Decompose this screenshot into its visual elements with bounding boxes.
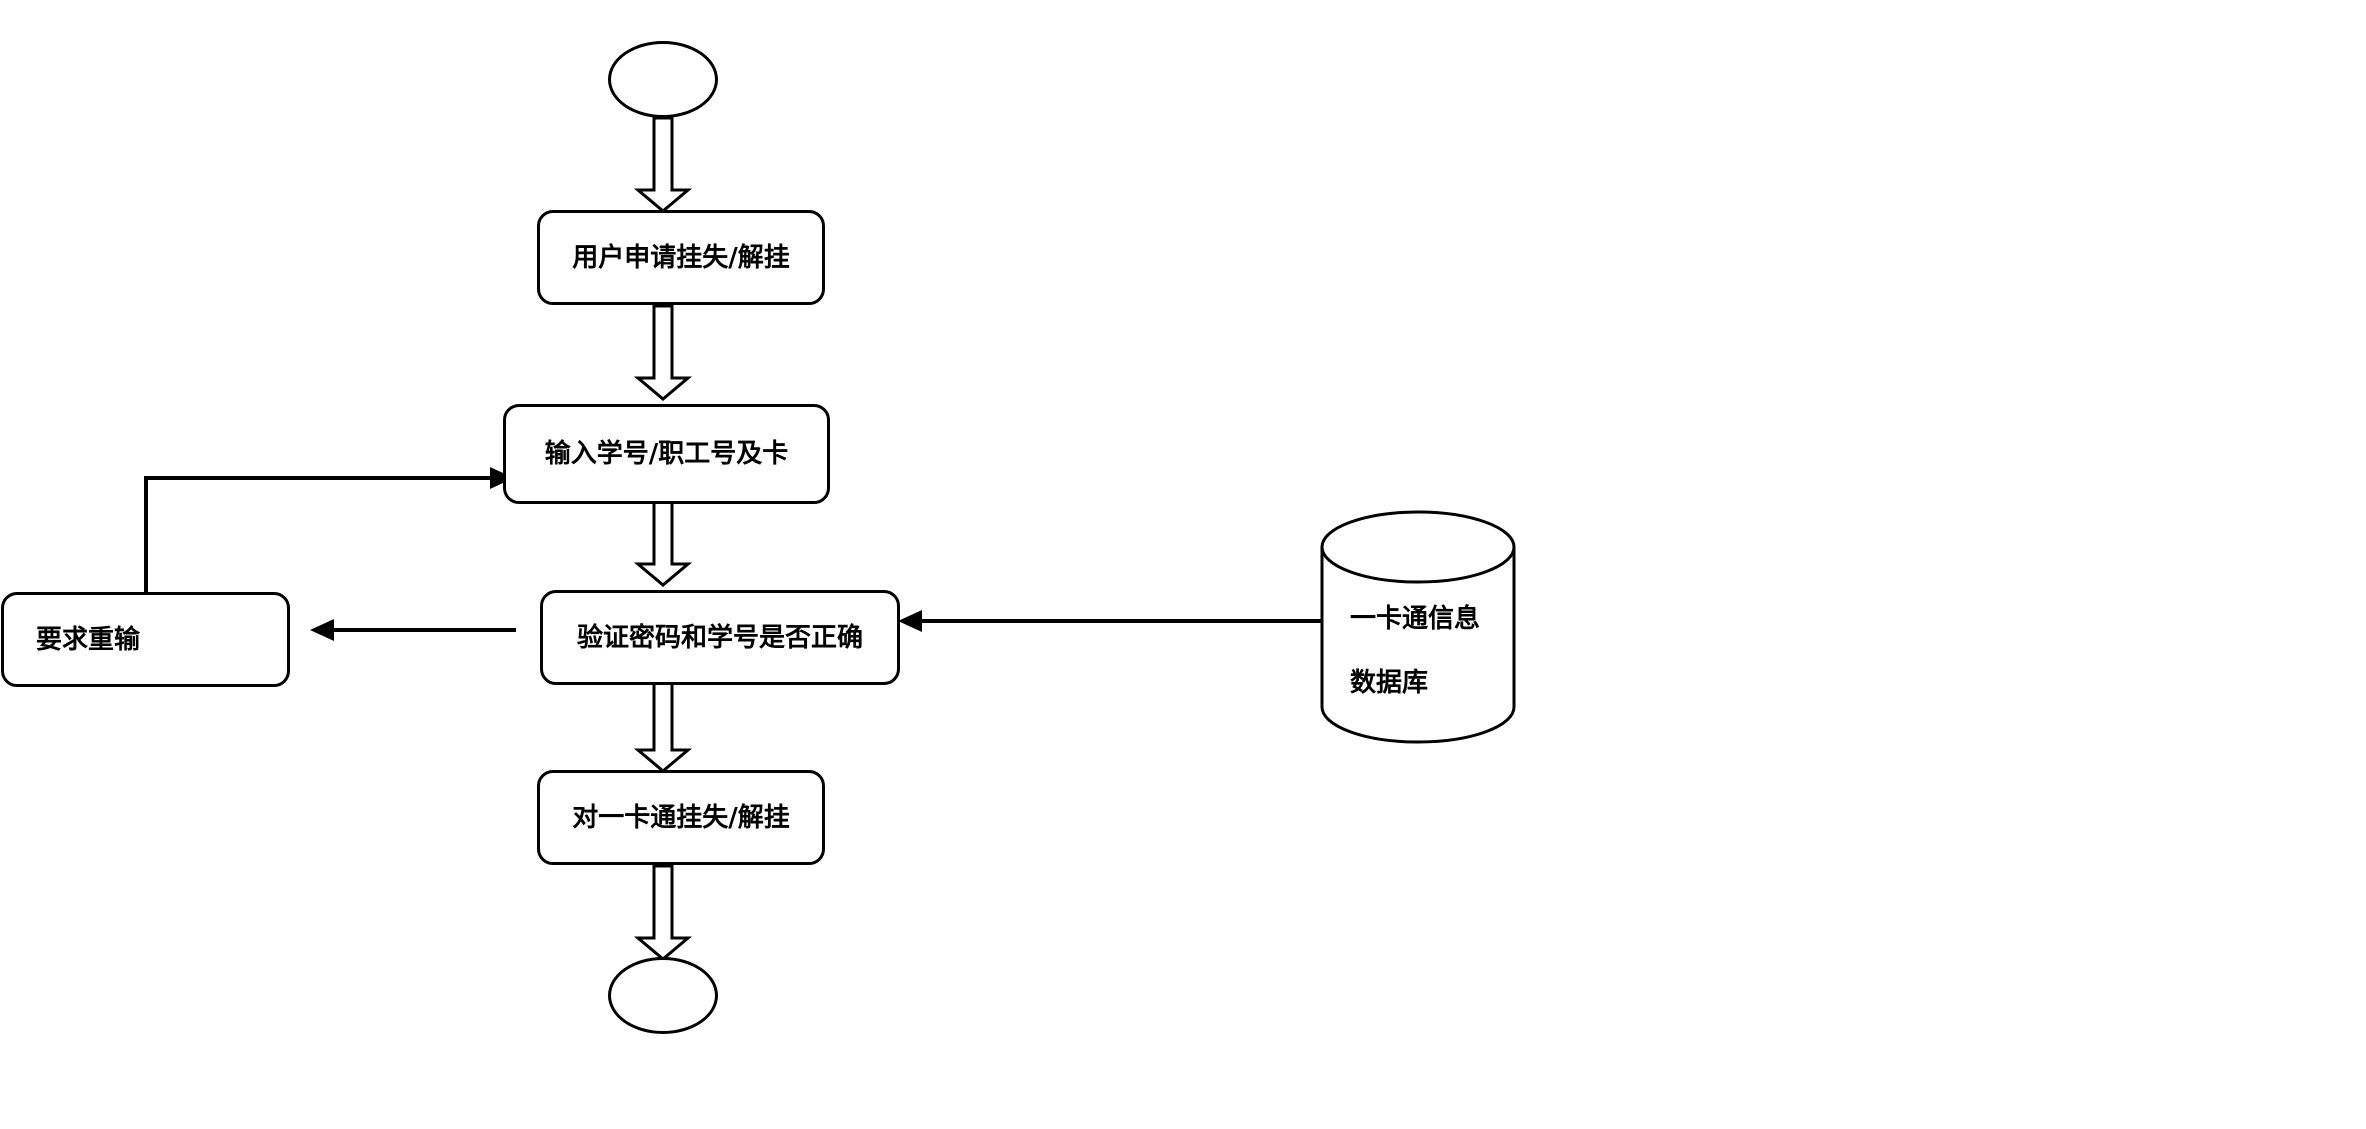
database-label-line2: 数据库 <box>1350 668 1429 698</box>
node-input: 输入学号/职工号及卡 <box>503 404 830 504</box>
start-terminal <box>608 41 718 118</box>
arrow-reenter-to-input <box>144 476 490 593</box>
flow-arrow-input-to-verify <box>633 490 693 587</box>
end-terminal <box>608 957 718 1034</box>
node-reenter: 要求重输 <box>1 592 290 687</box>
database-label-line1: 一卡通信息 <box>1350 604 1481 634</box>
arrow-head-verify <box>898 610 922 632</box>
arrow-head-input <box>490 467 514 489</box>
flow-arrow-verify-to-operate <box>633 676 693 773</box>
flow-arrow-start-to-apply <box>633 116 693 213</box>
node-operate: 对一卡通挂失/解挂 <box>537 770 825 865</box>
flow-arrow-operate-to-end <box>633 864 693 961</box>
node-verify: 验证密码和学号是否正确 <box>540 590 900 685</box>
database-cylinder <box>1320 510 1516 744</box>
node-apply: 用户申请挂失/解挂 <box>537 210 825 305</box>
arrow-head-reenter <box>310 619 334 641</box>
flow-arrow-apply-to-input <box>633 304 693 401</box>
